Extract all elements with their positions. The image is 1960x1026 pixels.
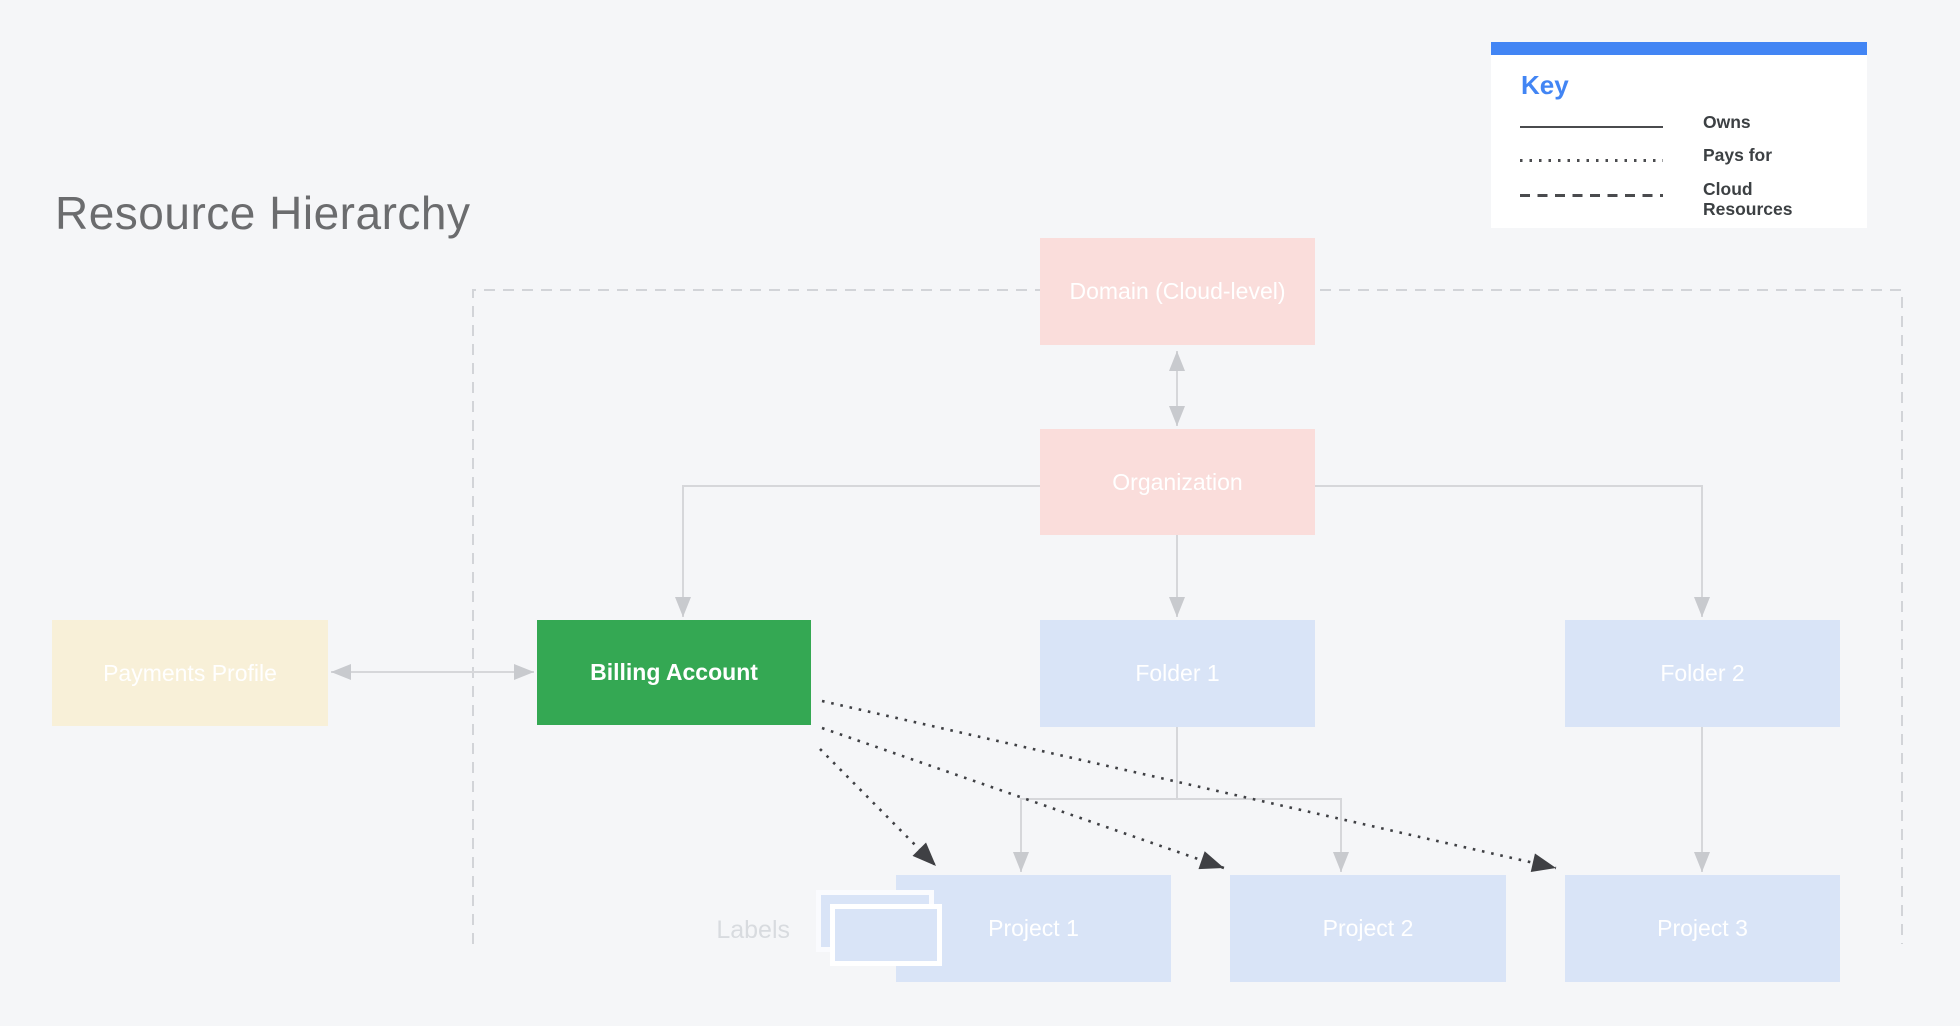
edge-organization-folder2: [1315, 485, 1710, 617]
node-folder-2-label: Folder 2: [1660, 660, 1745, 686]
legend-solid-line-sample: [1520, 126, 1663, 128]
paysfor-billing-project1: [819, 748, 937, 867]
node-organization: Organization: [1040, 429, 1315, 535]
node-folder-2: Folder 2: [1565, 620, 1840, 727]
legend-label-cloud-resources: Cloud Resources: [1703, 179, 1793, 219]
node-domain: Domain (Cloud-level): [1040, 238, 1315, 345]
key-legend: Key Owns Pays for Cloud Resources: [1491, 42, 1867, 228]
labels-annotation: Labels: [716, 916, 790, 944]
node-folder-1: Folder 1: [1040, 620, 1315, 727]
node-project-2-label: Project 2: [1322, 915, 1414, 941]
edge-organization-billing: [675, 485, 1040, 617]
labels-card-front-icon: [830, 904, 942, 966]
legend-dotted-line-sample: [1520, 159, 1663, 162]
node-payments-profile: Payments Profile: [52, 620, 328, 726]
node-project-3: Project 3: [1565, 875, 1840, 982]
paysfor-billing-project2: [821, 726, 1225, 870]
node-billing-account-label: Billing Account: [590, 659, 758, 685]
node-project-2: Project 2: [1230, 875, 1506, 982]
node-organization-label: Organization: [1112, 468, 1243, 495]
key-heading: Key: [1521, 70, 1569, 100]
legend-label-owns: Owns: [1703, 112, 1751, 132]
node-project-3-label: Project 3: [1657, 915, 1748, 941]
node-billing-account: Billing Account: [537, 620, 811, 725]
page-title: Resource Hierarchy: [55, 187, 471, 239]
cloud-resources-boundary: [472, 289, 1903, 944]
legend-label-pays-for: Pays for: [1703, 145, 1773, 165]
node-project-1-label: Project 1: [988, 915, 1079, 941]
legend-dashed-line-sample: [1520, 194, 1663, 197]
key-accent-bar: [1491, 42, 1867, 55]
node-domain-label: Domain (Cloud-level): [1069, 278, 1286, 304]
node-folder-1-label: Folder 1: [1135, 660, 1220, 686]
node-payments-profile-label: Payments Profile: [103, 659, 277, 686]
